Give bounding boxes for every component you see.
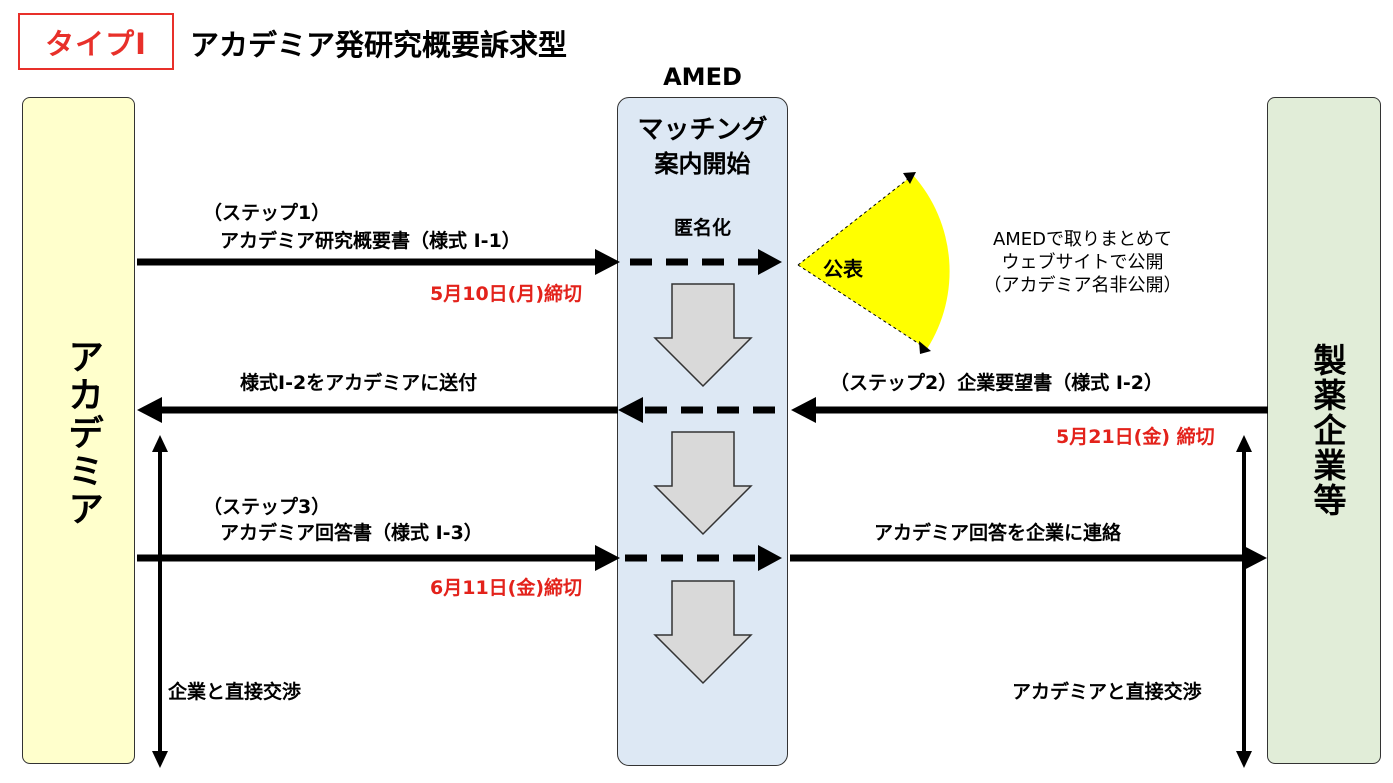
down-arrow-1 — [653, 283, 753, 388]
anonymize-label: 匿名化 — [673, 217, 731, 239]
step2-deadline: 5月21日(金) 締切 — [1056, 426, 1215, 448]
academia-direct-arrowhead-bottom — [152, 751, 168, 768]
type-badge: タイプⅠ — [18, 13, 174, 70]
step2-arrowhead — [791, 397, 816, 423]
amed-matching-heading: マッチング 案内開始 — [617, 113, 788, 181]
step3-doc-label: アカデミア回答書（様式 I-3） — [220, 522, 483, 544]
amed-column-title: AMED — [663, 63, 742, 91]
publish-fan-edge-bottom — [797, 264, 928, 350]
academia-direct-arrowhead-top — [152, 435, 168, 452]
step2-doc-label: （ステップ2）企業要望書（様式 I-2） — [830, 372, 1164, 394]
step1-label: （ステップ1） — [203, 202, 331, 224]
pharma-direct-arrowhead-top — [1236, 435, 1252, 452]
notify-pharma-arrowhead — [1242, 545, 1267, 571]
pharma-column — [1267, 97, 1381, 764]
step3-label: （ステップ3） — [203, 496, 331, 518]
step2-amed-arrowhead — [618, 397, 643, 423]
publish-fan-arrowhead-bottom — [919, 341, 931, 354]
down-arrow-3 — [653, 580, 753, 685]
publish-note-line3: （アカデミア名非公開） — [983, 275, 1182, 296]
pharma-direct-label: アカデミアと直接交渉 — [1012, 681, 1202, 703]
academia-label: アカデミア — [62, 338, 103, 528]
academia-direct-label: 企業と直接交渉 — [168, 681, 302, 703]
send-to-academia-arrowhead — [137, 397, 162, 423]
publish-fan-edge-top — [797, 174, 914, 266]
pharma-label: 製薬企業等 — [1308, 343, 1347, 518]
publish-fan-arrowhead-top — [903, 172, 916, 184]
step3-amed-arrowhead — [758, 545, 782, 571]
page-title: アカデミア発研究概要訴求型 — [190, 28, 568, 62]
publish-note-line2: ウェブサイトで公開 — [1001, 252, 1164, 273]
amed-matching-line2: 案内開始 — [654, 150, 751, 178]
step1-arrowhead — [595, 249, 620, 275]
step3-deadline: 6月11日(金)締切 — [430, 577, 583, 599]
publish-label: 公表 — [823, 257, 863, 281]
step3-arrowhead — [595, 545, 620, 571]
amed-matching-line1: マッチング — [637, 115, 768, 145]
publish-fan-shape — [798, 175, 950, 349]
step1-deadline: 5月10日(月)締切 — [430, 283, 583, 305]
send-to-academia-label: 様式I-2をアカデミアに送付 — [240, 372, 478, 394]
publish-note-line1: AMEDで取りまとめて — [992, 229, 1173, 250]
publish-note: AMEDで取りまとめて ウェブサイトで公開 （アカデミア名非公開） — [970, 228, 1195, 297]
step1-doc-label: アカデミア研究概要書（様式 I-1） — [220, 230, 521, 252]
notify-pharma-label: アカデミア回答を企業に連絡 — [874, 522, 1122, 544]
academia-column — [22, 97, 135, 764]
down-arrow-2 — [653, 431, 753, 536]
pharma-direct-arrowhead-bottom — [1236, 751, 1252, 768]
step1-anonymize-arrowhead — [758, 249, 782, 275]
